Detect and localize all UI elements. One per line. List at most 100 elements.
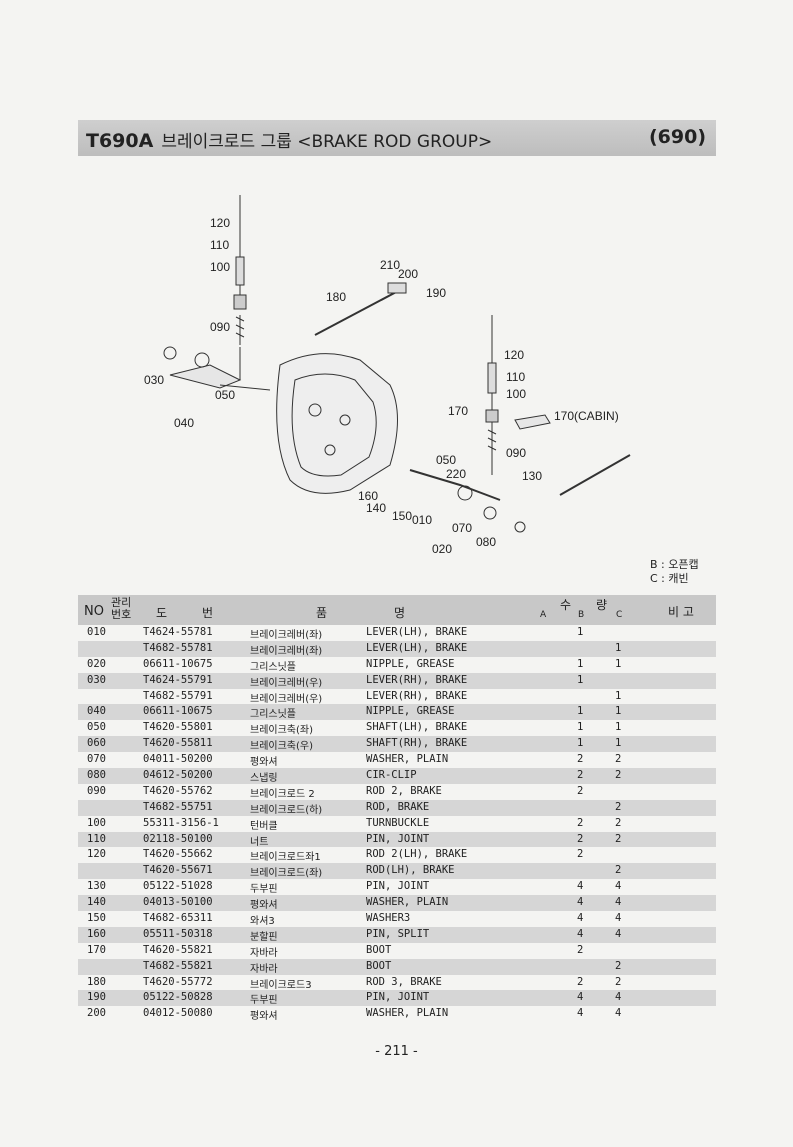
cell-kor: 브레이크레버(좌) (250, 645, 323, 657)
cell-qty-b: 2 (577, 816, 584, 829)
cell-qty-c: 4 (615, 912, 622, 925)
cell-eng: SHAFT(RH), BRAKE (366, 737, 468, 750)
cell-part: 04612-50200 (143, 769, 213, 782)
cell-eng: LEVER(RH), BRAKE (366, 689, 468, 702)
cell-kor: 분할핀 (250, 931, 278, 943)
cell-no: 050 (87, 721, 106, 734)
cell-kor: 브레이크축(우) (250, 741, 314, 753)
model-code: T690A (86, 130, 154, 152)
header-name-m: 명 (394, 606, 406, 620)
cell-no: 090 (87, 784, 106, 797)
cell-no: 190 (87, 991, 106, 1004)
callout-070: 070 (452, 521, 472, 535)
page-reference: (690) (648, 126, 706, 148)
cell-eng: WASHER3 (366, 912, 411, 925)
cell-kor: 브레이크레버(우) (250, 693, 323, 705)
callout-160: 160 (358, 489, 378, 503)
cell-qty-c: 4 (615, 1007, 622, 1020)
cell-kor: 브레이크로드 2 (250, 788, 315, 800)
cell-eng: WASHER, PLAIN (366, 896, 449, 909)
cell-eng: ROD 3, BRAKE (366, 975, 442, 988)
cell-no: 080 (87, 769, 106, 782)
cell-qty-c: 2 (615, 959, 622, 972)
cell-part: T4682-55781 (143, 641, 213, 654)
cell-kor: 평와셔 (250, 757, 278, 769)
callout-030: 030 (144, 373, 164, 387)
cell-qty-c: 1 (615, 705, 622, 718)
cell-part: T4682-55751 (143, 800, 213, 813)
cell-eng: BOOT (366, 943, 392, 956)
cell-no: 110 (87, 832, 106, 845)
cell-kor: 턴버클 (250, 820, 278, 832)
callout-190: 190 (426, 286, 446, 300)
header-mgmt: 관리 번호 (111, 596, 132, 621)
callout-210: 210 (380, 258, 400, 272)
cell-eng: CIR-CLIP (366, 769, 417, 782)
cell-qty-b: 4 (577, 896, 584, 909)
cell-kor: 그리스닛플 (250, 661, 296, 673)
callout-040: 040 (174, 416, 194, 430)
header-c: C (616, 610, 623, 620)
cell-kor: 스냅링 (250, 773, 278, 785)
cell-eng: LEVER(LH), BRAKE (366, 641, 468, 654)
cell-part: 06611-10675 (143, 657, 213, 670)
cell-qty-b: 2 (577, 784, 584, 797)
cell-qty-c: 2 (615, 864, 622, 877)
callout-110-right: 110 (506, 370, 525, 384)
cell-kor: 브레이크로드좌1 (250, 852, 321, 864)
cell-kor: 그리스닛플 (250, 709, 296, 721)
cell-no: 150 (87, 912, 106, 925)
cell-qty-c: 2 (615, 975, 622, 988)
cell-part: T4620-55811 (143, 737, 213, 750)
cell-part: T4620-55821 (143, 943, 213, 956)
cell-qty-c: 2 (615, 832, 622, 845)
callout-170: 170 (448, 404, 468, 418)
cell-qty-c: 4 (615, 991, 622, 1004)
cell-eng: NIPPLE, GREASE (366, 657, 455, 670)
cell-no: 160 (87, 927, 106, 940)
cell-qty-b: 1 (577, 673, 584, 686)
header-remark: 비 고 (668, 605, 694, 619)
cell-part: T4620-55662 (143, 848, 213, 861)
cell-qty-b: 4 (577, 912, 584, 925)
cell-kor: 자바라 (250, 947, 278, 959)
callout-120: 120 (210, 216, 230, 230)
cell-kor: 와셔3 (250, 916, 275, 928)
cell-part: 05122-50828 (143, 991, 213, 1004)
cell-part: 05511-50318 (143, 927, 213, 940)
cell-no: 170 (87, 943, 106, 956)
cell-qty-b: 2 (577, 753, 584, 766)
legend-b: B : 오픈캡 (650, 558, 699, 571)
callout-110: 110 (210, 238, 229, 252)
cell-part: 55311-3156-1 (143, 816, 219, 829)
callout-050-right: 050 (436, 453, 456, 467)
cell-qty-c: 1 (615, 689, 622, 702)
cell-qty-c: 4 (615, 927, 622, 940)
cell-qty-b: 2 (577, 975, 584, 988)
cell-eng: ROD 2, BRAKE (366, 784, 442, 797)
header-no: NO (84, 604, 104, 619)
cell-kor: 평와셔 (250, 900, 278, 912)
cell-kor: 브레이크레버(우) (250, 677, 323, 689)
cell-part: T4624-55781 (143, 626, 213, 638)
cell-qty-b: 4 (577, 880, 584, 893)
cell-qty-b: 1 (577, 626, 584, 638)
callout-100-right: 100 (506, 387, 526, 401)
cell-qty-c: 4 (615, 896, 622, 909)
cell-eng: PIN, JOINT (366, 880, 430, 893)
cell-eng: BOOT (366, 959, 392, 972)
cell-part: T4620-55762 (143, 784, 213, 797)
